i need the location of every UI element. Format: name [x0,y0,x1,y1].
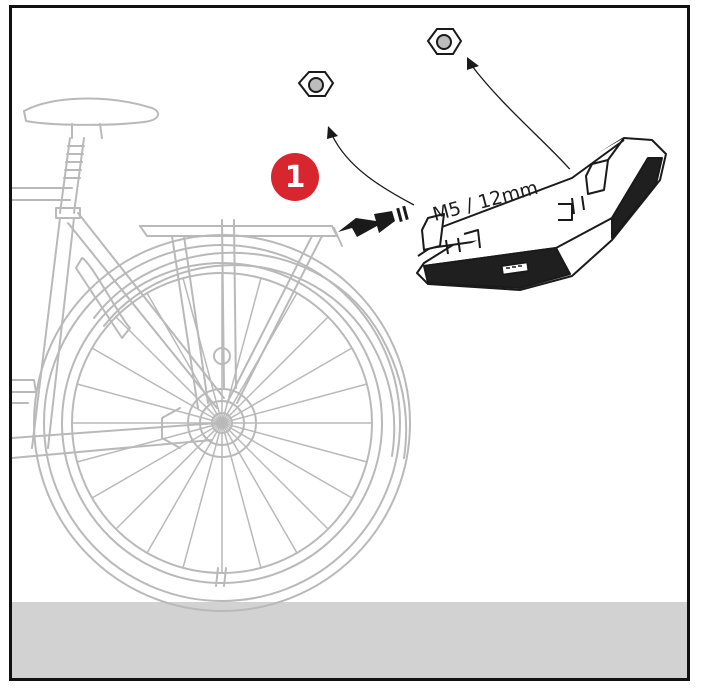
arrow-curve-1 [331,134,415,206]
bicycle-fender [93,251,408,459]
nut-hex-1 [297,71,335,97]
slide-direction-arrow [338,205,409,237]
illustration-frame: 1 M5 / 12mm [9,5,690,681]
bicycle-seatpost [55,137,85,219]
bicycle [12,97,411,612]
device-bolt-left [421,213,461,255]
bicycle-frame [12,187,225,459]
floor [12,602,687,678]
bicycle-rear-wheel [33,234,411,612]
device-housing [416,137,667,291]
bicycle-pedal [12,379,37,404]
device-bolt-right [571,159,609,215]
bicycle-rack [139,219,343,409]
bicycle-saddle [23,97,160,139]
nut-hex-2 [426,28,463,55]
step-number-badge: 1 [271,153,319,201]
assembly-scene [12,28,667,612]
